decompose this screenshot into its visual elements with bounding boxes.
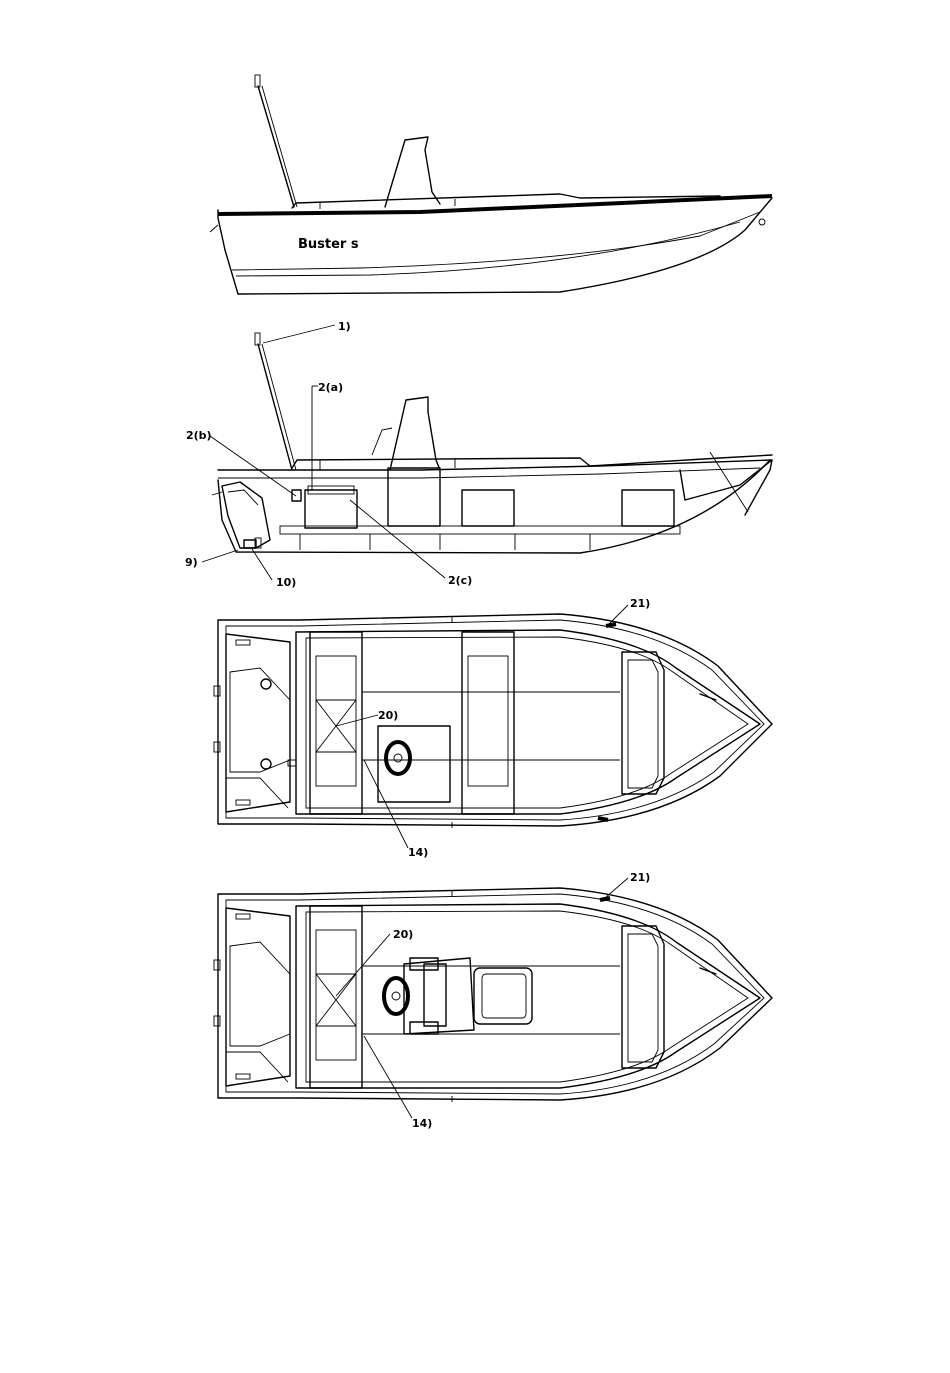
label-20: 20) bbox=[378, 709, 398, 722]
label-2a: 2(a) bbox=[318, 381, 343, 394]
transom-top bbox=[226, 634, 290, 812]
antenna-mast bbox=[255, 75, 297, 207]
fwd-seat-box bbox=[622, 490, 674, 526]
deck-rail bbox=[292, 455, 772, 468]
gunwale-stripe bbox=[218, 196, 772, 214]
label-20: 20) bbox=[393, 928, 413, 941]
hull-outline bbox=[218, 460, 770, 553]
label-9: 9) bbox=[185, 556, 198, 569]
aft-bench bbox=[310, 632, 362, 814]
hull-name: Buster s bbox=[298, 237, 359, 252]
steering-wheel-icon bbox=[386, 742, 410, 774]
drain-plug bbox=[244, 540, 256, 548]
cockpit-outline bbox=[296, 904, 760, 1088]
mid-seat-box bbox=[462, 490, 514, 526]
aft-bench bbox=[310, 906, 362, 1088]
driver-seat bbox=[474, 968, 532, 1024]
cutaway-side-view: 1) 2(a) 2(b) 2(c) 9) 10) bbox=[185, 320, 772, 589]
side-profile-view: Buster s bbox=[210, 75, 772, 294]
transom-top bbox=[226, 908, 290, 1086]
label-21: 21) bbox=[630, 871, 650, 884]
label-21: 21) bbox=[630, 597, 650, 610]
top-view-b: 21) 20) 14) bbox=[214, 871, 772, 1130]
scupper-icon bbox=[261, 679, 271, 689]
bow-eye-icon bbox=[759, 219, 765, 225]
cockpit-floor bbox=[280, 526, 680, 534]
label-14: 14) bbox=[412, 1117, 432, 1130]
top-view-a: 21) 20) 14) bbox=[214, 597, 772, 859]
hull-outline-top bbox=[218, 888, 772, 1100]
center-console bbox=[388, 468, 440, 526]
label-10: 10) bbox=[276, 576, 296, 589]
mid-bench bbox=[462, 632, 514, 814]
hull-outline-top bbox=[218, 614, 772, 826]
windshield bbox=[385, 137, 440, 207]
label-2b: 2(b) bbox=[186, 429, 212, 442]
fuel-fitting bbox=[292, 490, 301, 501]
label-14: 14) bbox=[408, 846, 428, 859]
label-1: 1) bbox=[338, 320, 351, 333]
aft-seat-box bbox=[305, 490, 357, 528]
scupper-icon bbox=[261, 759, 271, 769]
label-2c: 2(c) bbox=[448, 574, 472, 587]
